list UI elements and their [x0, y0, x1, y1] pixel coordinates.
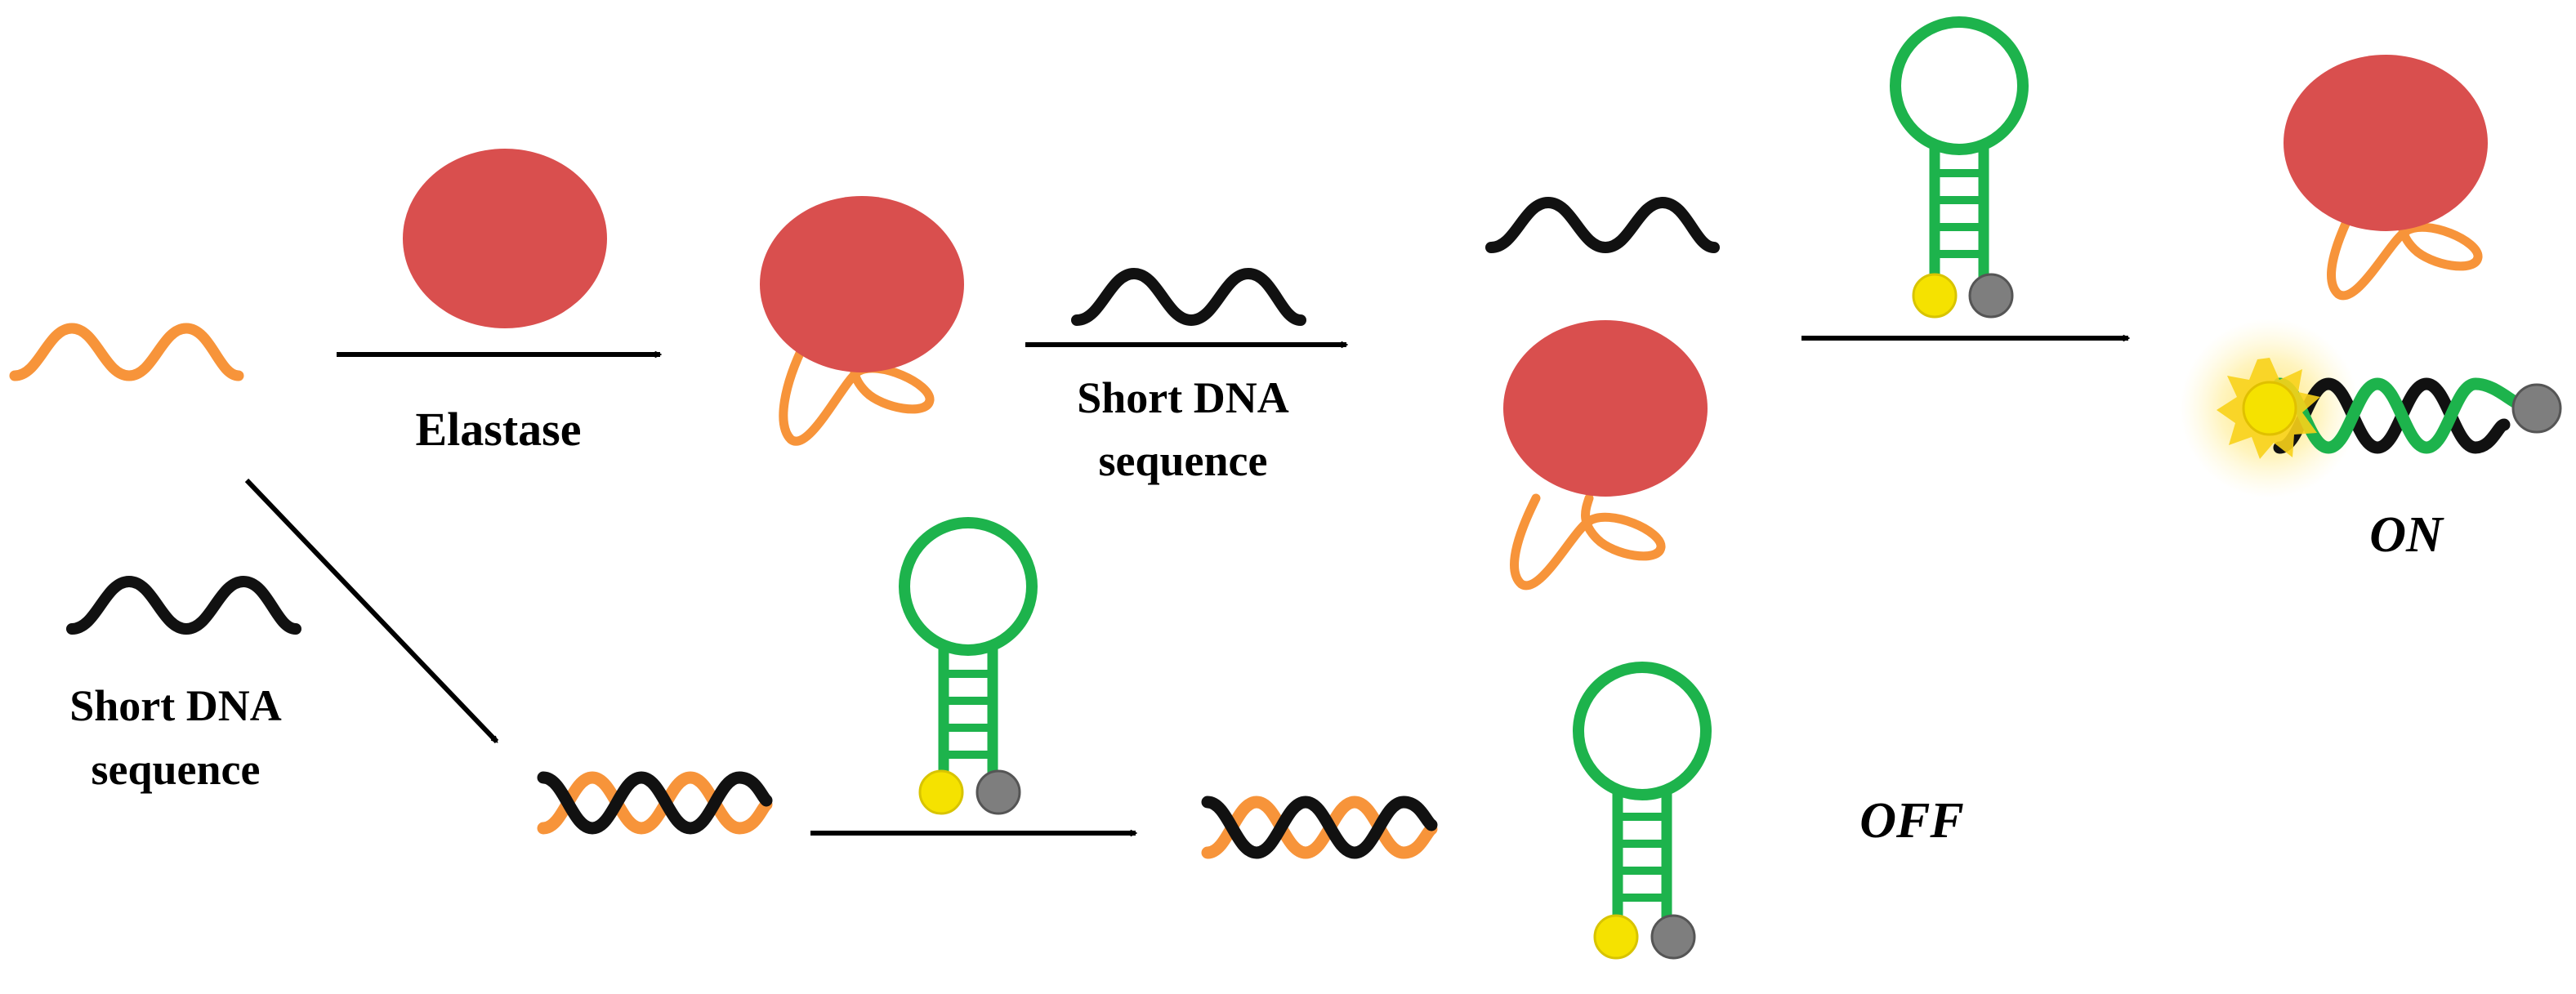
orange-peptide-wave-icon — [9, 323, 244, 381]
short-dna-label-left-line2: sequence — [92, 745, 261, 794]
peptide-substrate — [9, 323, 244, 381]
arrow-diagonal — [244, 478, 499, 744]
off-label: OFF — [1859, 793, 1963, 849]
short-dna-label-left-line1: Short DNA — [69, 681, 282, 730]
elastase-enzyme-icon — [1503, 320, 1708, 497]
quencher-icon — [2511, 383, 2562, 434]
elastase-enzyme-icon — [403, 149, 607, 328]
on-label: ON — [2369, 507, 2444, 563]
cleaved-peptide-loops-icon — [2327, 203, 2483, 301]
elastase-peptide-complex — [1503, 320, 1708, 591]
short-dna-wave-icon — [1485, 196, 1720, 254]
cleaved-peptide-loops-icon — [1510, 493, 1666, 591]
beacon-loop — [1890, 16, 2029, 155]
beacon-loop — [1573, 662, 1712, 800]
short-dna-label-top-line2: sequence — [1099, 436, 1268, 485]
fluorophore-icon — [1912, 273, 1958, 319]
beacon-loop — [899, 517, 1038, 656]
molecular-beacon-bottom-left — [899, 517, 1038, 815]
peptide-dna-duplex — [537, 771, 773, 835]
fluorophore-sun-icon — [2217, 358, 2320, 459]
short-dna-wave-icon — [1071, 267, 1306, 327]
fluorophore-icon — [918, 769, 964, 815]
elastase-enzyme-icon — [2284, 55, 2488, 231]
quencher-icon — [1968, 273, 2014, 319]
molecular-beacon-closed — [1573, 662, 1712, 960]
elastase-label: Elastase — [416, 403, 582, 456]
hybridized-beacon-on — [2180, 319, 2562, 498]
fluorophore-icon — [1593, 914, 1639, 960]
short-dna-label-top-line1: Short DNA — [1077, 373, 1289, 422]
quencher-icon — [1650, 914, 1696, 960]
short-dna-wave-icon — [66, 575, 301, 635]
molecular-beacon-top — [1890, 16, 2029, 319]
elastase-enzyme-icon — [760, 196, 964, 372]
elastase-peptide-complex — [2284, 55, 2488, 301]
peptide-dna-duplex — [1201, 796, 1438, 859]
quencher-icon — [975, 769, 1021, 815]
elastase-peptide-complex — [760, 196, 964, 446]
